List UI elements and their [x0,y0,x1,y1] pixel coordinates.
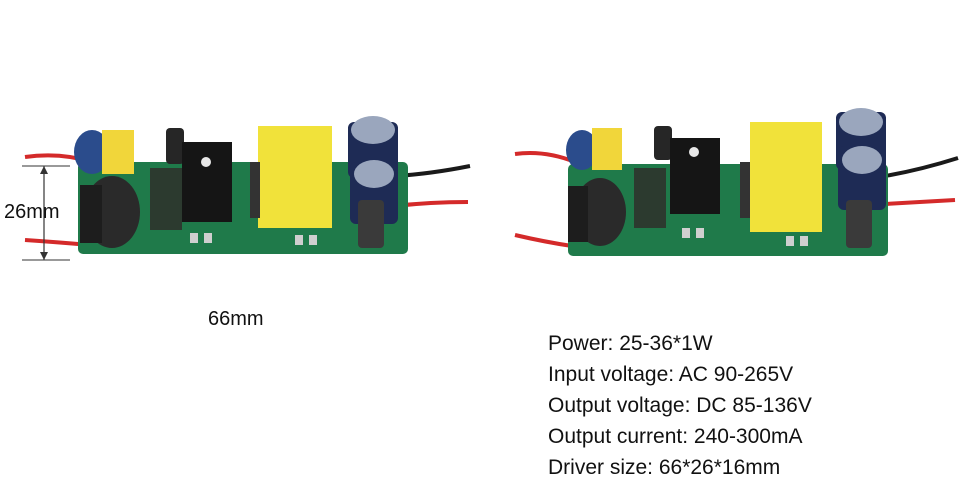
led-driver-photo-right [514,108,959,256]
red-wire-bottom-left [514,233,573,248]
transformer [258,126,332,228]
transformer-base [250,162,260,218]
spec-power: Power: 25-36*1W [548,332,713,355]
spec-input-voltage: Input voltage: AC 90-265V [548,363,794,386]
black-component [80,185,102,243]
yellow-capacitor-box [102,130,134,174]
small-choke [634,168,666,228]
black-component [568,186,588,242]
blue-varistor [74,130,110,174]
height-dimension-label: 26mm [4,201,60,223]
spec-list: Power: 25-36*1W Input voltage: AC 90-265… [548,328,812,483]
transistor-dot [201,157,211,167]
diode [846,200,872,248]
transformer-base [740,162,750,218]
spec-output-current: Output current: 240-300mA [548,425,803,448]
blue-varistor [566,130,598,170]
transformer [750,122,822,232]
red-wire-right [884,198,956,206]
diode [358,200,384,248]
black-wire-right [884,156,959,178]
small-choke [150,168,182,230]
transistor-block [182,142,232,222]
yellow-capacitor-box [592,128,622,170]
small-capacitor [166,128,184,164]
spec-driver-size: Driver size: 66*26*16mm [548,456,781,479]
width-dimension-label: 66mm [208,308,264,330]
led-driver-photo-left [22,116,471,261]
red-wire-top-left [514,151,576,164]
transistor-dot [689,147,699,157]
spec-output-voltage: Output voltage: DC 85-136V [548,394,812,417]
small-capacitor [654,126,672,160]
